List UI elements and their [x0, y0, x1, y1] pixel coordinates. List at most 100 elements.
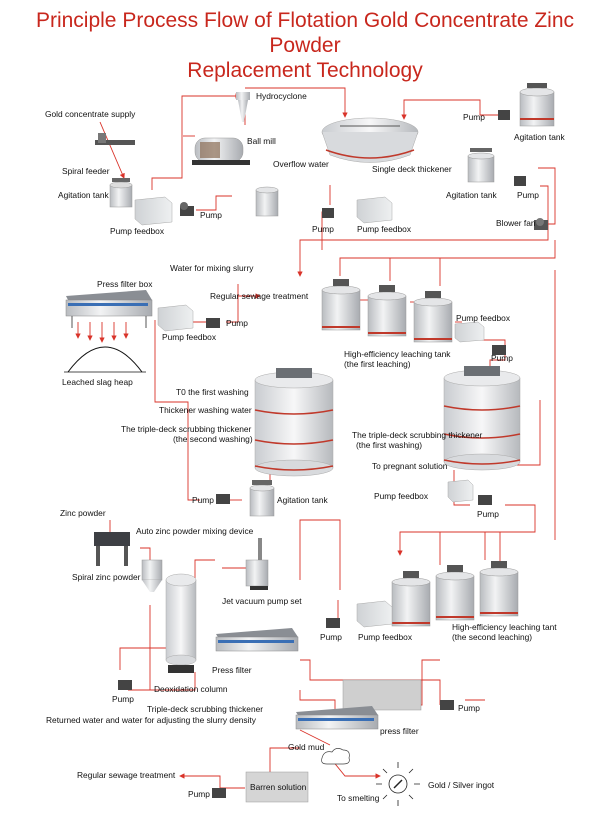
label-pump-feedbox-3: Pump feedbox	[162, 332, 217, 342]
label-jet-vacuum: Jet vacuum pump set	[222, 596, 302, 606]
label-triple-deck-1b: (the first washing)	[356, 440, 422, 450]
slag-heap-icon	[64, 346, 146, 373]
label-returned-water: Returned water and water for adjusting t…	[46, 715, 257, 725]
barren-solution-box	[245, 771, 309, 803]
label-gold-mud: Gold mud	[288, 742, 325, 752]
label-regular-sewage-1: Regular sewage treatment	[210, 291, 309, 301]
label-agitation-tank-top: Agitation tank	[514, 132, 566, 142]
pump-icon	[212, 788, 226, 798]
label-blower-fan: Blower fan	[496, 218, 536, 228]
label-triple-deck-2b: (the second washing)	[173, 434, 253, 444]
labels: Gold concentrate supply Spiral feeder Ag…	[45, 91, 566, 803]
label-hel-tank-2a: High-efficiency leaching tant	[452, 622, 557, 632]
agitation-tank-icon	[109, 178, 133, 208]
zinc-mixing-device-icon	[94, 532, 130, 566]
pump-icon	[498, 110, 510, 120]
jet-vacuum-pump-icon	[245, 538, 269, 590]
title-line-2: Replacement Technology	[187, 59, 423, 82]
leaching-tank-6-icon	[479, 561, 519, 617]
agitation-tank-2-icon	[249, 480, 275, 517]
label-pump-9: Pump	[458, 703, 480, 713]
press-filter-icon	[295, 706, 379, 730]
blower-fan-icon	[534, 218, 548, 230]
label-gold-supply: Gold concentrate supply	[45, 109, 136, 119]
label-pump-7: Pump	[320, 632, 342, 642]
spiral-zinc-icon	[141, 559, 163, 592]
pump-icon	[118, 680, 132, 690]
gold-mud-icon	[321, 748, 350, 765]
label-single-deck: Single deck thickener	[372, 164, 452, 174]
pump-icon	[478, 495, 492, 505]
label-hydrocyclone: Hydrocyclone	[256, 91, 307, 101]
page-title: Principle Process Flow of Flotation Gold…	[0, 8, 610, 83]
label-pump-4: Pump	[491, 353, 513, 363]
pump-icon	[492, 345, 506, 355]
leaching-tank-3-icon	[413, 291, 453, 343]
label-to-smelting: To smelting	[337, 793, 380, 803]
agitation-tank-small-icon	[255, 186, 279, 217]
label-pump-top: Pump	[463, 112, 485, 122]
label-pump-1: Pump	[200, 210, 222, 220]
label-leached-slag: Leached slag heap	[62, 377, 133, 387]
label-pump-feedbox-5: Pump feedbox	[374, 491, 429, 501]
label-spiral-zinc: Spiral zinc powder	[72, 572, 141, 582]
label-pump-mid: Pump	[517, 190, 539, 200]
slag-drop-arrows	[75, 322, 129, 343]
label-to-pregnant: To pregnant solution	[372, 461, 448, 471]
feedbox-icon	[356, 600, 393, 628]
label-agitation-tank-2: Agitation tank	[277, 495, 329, 505]
pump-icon	[206, 318, 220, 328]
label-hel-tank-1b: (the first leaching)	[344, 359, 411, 369]
spiral-feeder-icon	[95, 133, 135, 145]
press-filter-icon	[215, 628, 299, 652]
label-hel-tank-1a: High-efficiency leaching tank	[344, 349, 451, 359]
label-auto-zinc: Auto zinc powder mixing device	[136, 526, 254, 536]
title-line-1: Principle Process Flow of Flotation Gold…	[35, 9, 575, 57]
label-t0-first-washing: T0 the first washing	[176, 387, 249, 397]
label-triple-deck-3: Triple-deck scrubbing thickener	[147, 704, 263, 714]
label-pump-2: Pump	[312, 224, 334, 234]
deoxidation-column-icon	[165, 573, 197, 673]
triple-deck-thickener-1-icon	[443, 366, 521, 471]
label-barren-solution: Barren solution	[250, 782, 307, 792]
leaching-tank-5-icon	[435, 565, 475, 621]
label-overflow-water: Overflow water	[273, 159, 329, 169]
triple-deck-thickener-2-icon	[254, 368, 334, 477]
feedbox-icon	[356, 196, 393, 224]
pump-icon	[514, 176, 526, 186]
solution-tank-icon	[342, 679, 422, 711]
feedbox-icon	[157, 304, 194, 332]
ball-mill-icon	[192, 137, 250, 165]
label-pump-feedbox-1: Pump feedbox	[110, 226, 165, 236]
label-pump-feedbox-6: Pump feedbox	[358, 632, 413, 642]
label-pump-feedbox-4: Pump feedbox	[456, 313, 511, 323]
leaching-tank-2-icon	[367, 285, 407, 337]
label-water-mixing: Water for mixing slurry	[170, 263, 254, 273]
feedbox-icon	[447, 479, 474, 503]
ingot-icon	[376, 762, 420, 806]
thickener-icon	[321, 117, 419, 163]
agitation-tank-top-icon	[519, 83, 555, 127]
label-pump-6: Pump	[192, 495, 214, 505]
pump-icon	[322, 208, 334, 218]
label-deoxidation: Deoxidation column	[154, 684, 228, 694]
label-pump-8: Pump	[112, 694, 134, 704]
leaching-tank-4-icon	[391, 571, 431, 627]
label-pump-5: Pump	[477, 509, 499, 519]
label-hel-tank-2b: (the second leaching)	[452, 632, 532, 642]
label-pump-feedbox-2: Pump feedbox	[357, 224, 412, 234]
label-press-filter-box: Press filter box	[97, 279, 153, 289]
pump-icon	[216, 494, 230, 504]
label-triple-deck-1a: The triple-deck scrubbing thickener	[352, 430, 483, 440]
label-press-filter-1: Press filter	[212, 665, 252, 675]
agitation-tank-mid-icon	[467, 148, 495, 183]
label-pump-10: Pump	[188, 789, 210, 799]
pump-icon	[440, 700, 454, 710]
label-agitation-tank-1: Agitation tank	[58, 190, 110, 200]
pump-icon	[180, 202, 194, 216]
press-filter-icon	[65, 290, 153, 328]
label-pump-3: Pump	[226, 318, 248, 328]
label-spiral-feeder: Spiral feeder	[62, 166, 110, 176]
hydrocyclone-icon	[236, 92, 250, 122]
